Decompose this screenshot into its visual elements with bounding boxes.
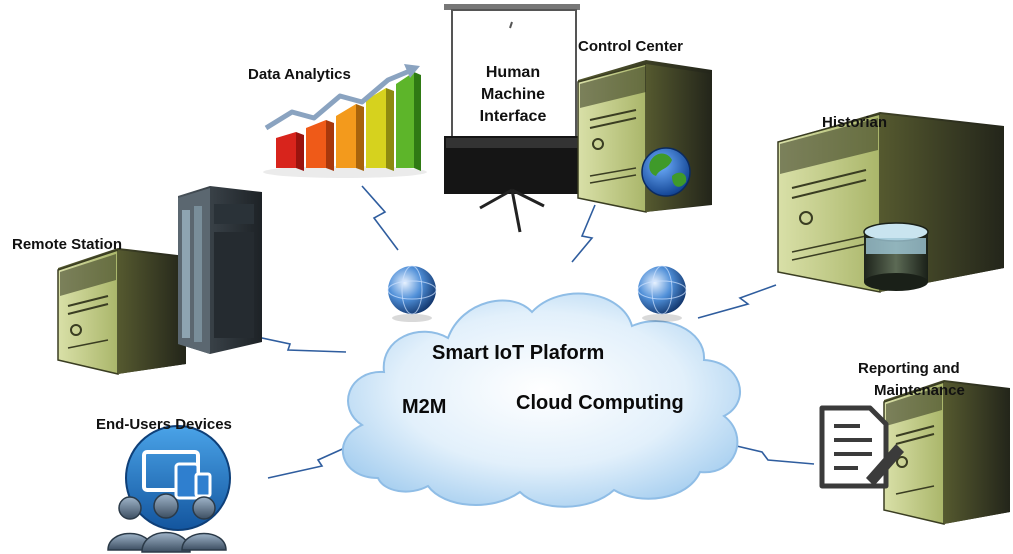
node-label-historian: Historian: [822, 114, 888, 131]
reporting-line-1: Reporting and: [858, 360, 960, 377]
plc-icon: [178, 186, 262, 354]
node-label-control-center: Control Center: [578, 38, 683, 55]
cloud-icon: [342, 292, 741, 508]
cloud-label-cloud-computing: Cloud Computing: [516, 392, 684, 414]
connection-links: [247, 185, 815, 479]
server-icon: [577, 60, 712, 213]
server-icon: [57, 248, 186, 375]
node-label-human-machine-interface: Human Machine Interface: [468, 62, 558, 128]
node-label-end-users-devices: End-Users Devices: [96, 416, 232, 433]
hmi-line-1: Human: [485, 64, 541, 81]
link-remote-station: [247, 334, 347, 353]
node-label-data-analytics: Data Analytics: [248, 66, 351, 83]
node-label-reporting-maintenance: Reporting and Maintenance: [858, 358, 965, 402]
reporting-line-2: Maintenance: [874, 382, 965, 399]
node-label-remote-station: Remote Station: [12, 236, 123, 253]
bar-chart-icon: [263, 64, 427, 178]
globe-icon: [387, 265, 437, 322]
hmi-line-3: Interface: [479, 108, 547, 125]
link-end-users: [267, 441, 359, 479]
link-data-analytics: [361, 185, 399, 251]
server-icon: [883, 380, 1010, 525]
projector-screen-icon: [444, 4, 582, 233]
cloud-label-m2m: M2M: [402, 396, 447, 418]
link-historian: [697, 284, 777, 319]
globe-icon: [637, 265, 687, 322]
globe-icon: [641, 147, 691, 197]
server-icon: [777, 112, 1004, 293]
cloud-title: Smart IoT Plaform: [432, 342, 605, 364]
link-reporting: [727, 443, 815, 465]
database-icon: [863, 222, 929, 291]
link-control-center: [571, 204, 596, 263]
users-devices-icon: [107, 425, 231, 553]
document-icon: [819, 405, 904, 489]
hmi-line-2: Machine: [480, 86, 545, 103]
